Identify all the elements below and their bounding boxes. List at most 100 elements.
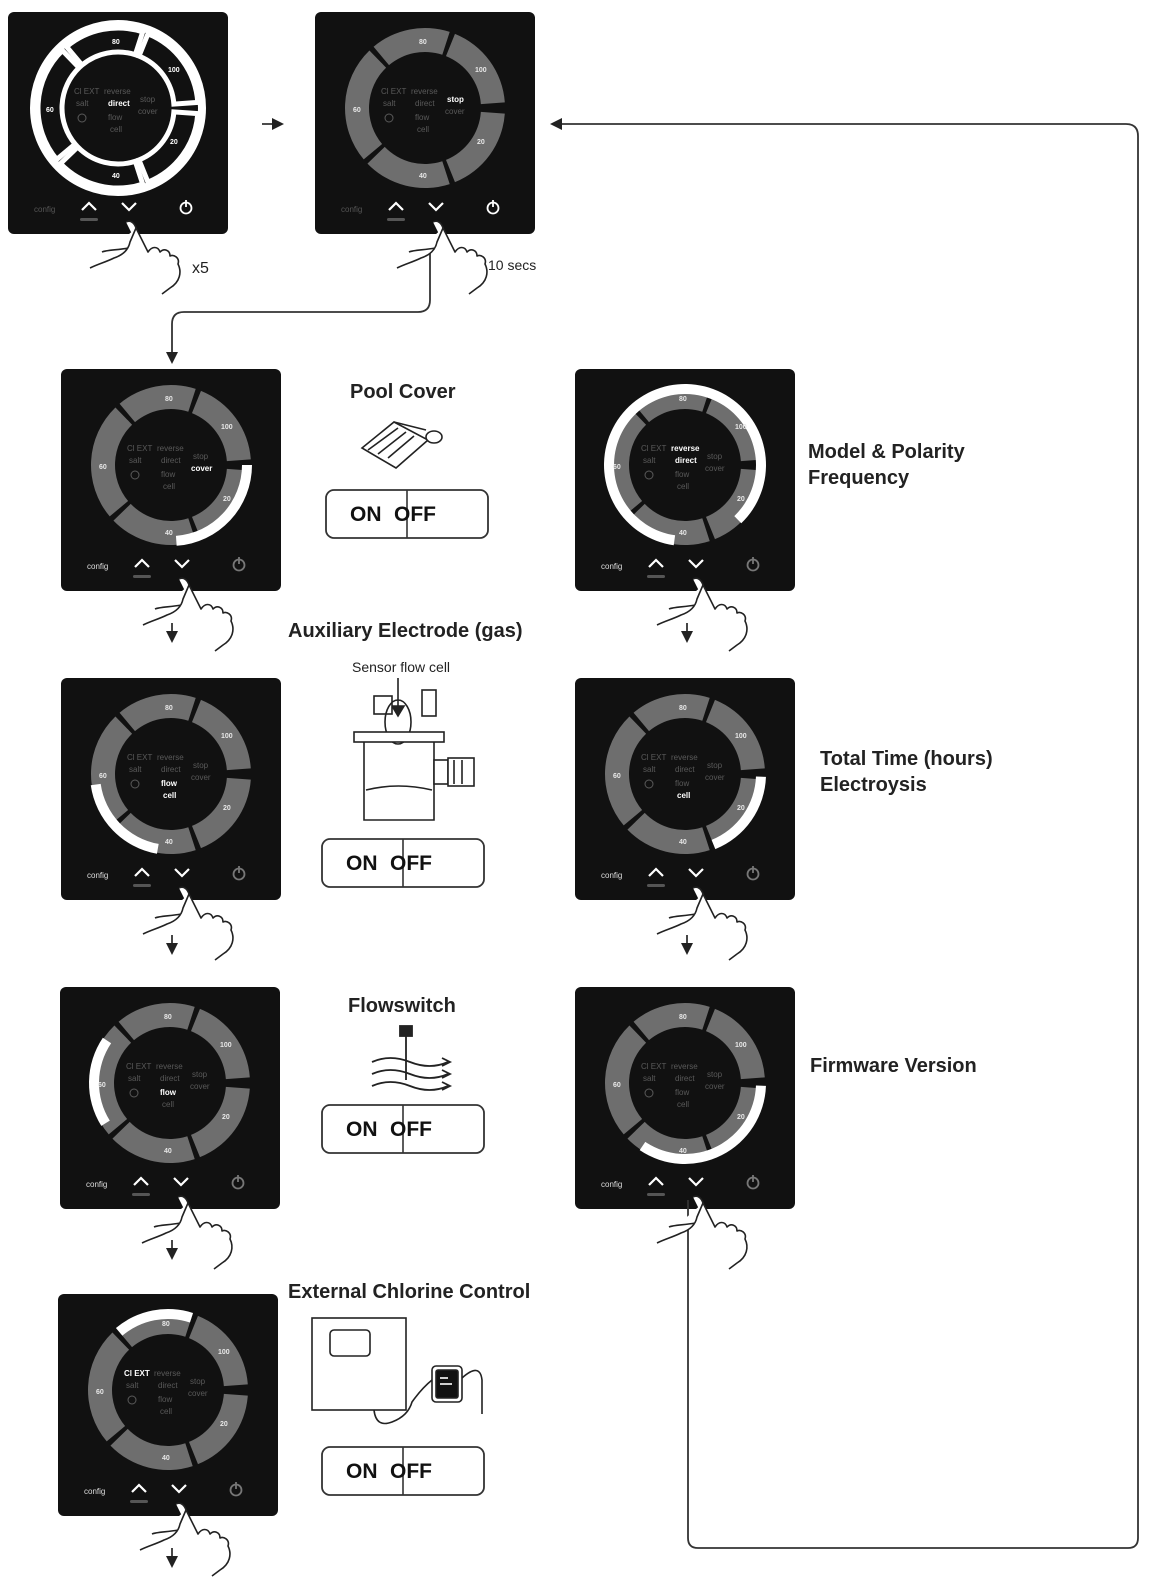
ring-highlight [30, 20, 206, 196]
chevron-down-icon[interactable] [688, 559, 704, 569]
heading-firmware-version: Firmware Version [810, 1055, 977, 1077]
ring-segment-n40 [110, 1428, 193, 1470]
ring-number: 100 [168, 67, 180, 74]
panel-label-reverse: reverse [411, 87, 438, 96]
ring-number: 20 [170, 139, 178, 146]
config-label[interactable]: config [87, 871, 108, 880]
chevron-down-icon[interactable] [174, 868, 190, 878]
panel-label-direct: direct [160, 1074, 180, 1083]
ring-segment-n20 [705, 777, 765, 849]
ring-number: 40 [679, 530, 687, 537]
hands-layer [89, 220, 748, 1577]
chevron-up-icon[interactable] [134, 867, 150, 877]
chevron-up-icon[interactable] [648, 558, 664, 568]
ring-number: 80 [679, 1014, 687, 1021]
panel-label-cl-ext: Cl EXT [381, 87, 406, 96]
pointing-hand-icon [656, 886, 748, 961]
chevron-down-icon[interactable] [173, 1177, 189, 1187]
panel-label-direct: direct [415, 99, 435, 108]
external-chlorine-icon [311, 1317, 483, 1425]
pool-cover-icon [360, 421, 443, 469]
ring-number: 60 [613, 464, 621, 471]
ring-segment-n80 [373, 27, 450, 66]
ring-segment-n100 [191, 699, 251, 771]
chevron-up-icon[interactable] [81, 201, 97, 211]
config-label[interactable]: config [601, 562, 622, 571]
ring-segment-n20 [188, 1393, 248, 1465]
chevron-up-icon[interactable] [134, 558, 150, 568]
panel-label-flow: flow [161, 779, 178, 788]
chevron-down-icon[interactable] [171, 1484, 187, 1494]
config-label[interactable]: config [341, 205, 362, 214]
config-label[interactable]: config [87, 562, 108, 571]
ring-number: 100 [218, 1349, 230, 1356]
panel-label-direct: direct [108, 99, 130, 108]
ring-segment-n100 [135, 30, 201, 107]
ring-segment-n40 [627, 812, 710, 855]
ring-number: 80 [112, 39, 120, 46]
chevron-up-icon[interactable] [131, 1483, 147, 1493]
config-label[interactable]: config [34, 205, 55, 214]
connectors-layer [166, 118, 1139, 1568]
panel-label-salt: salt [643, 1074, 656, 1083]
chevron-up-icon[interactable] [648, 867, 664, 877]
up-indicator [647, 1193, 665, 1196]
ring-number: 80 [164, 1014, 172, 1021]
chevron-down-icon[interactable] [688, 1177, 704, 1187]
chevron-down-icon[interactable] [428, 202, 444, 212]
panel-label-flow: flow [675, 1088, 689, 1097]
up-indicator [80, 218, 98, 221]
config-label[interactable]: config [84, 1487, 105, 1496]
timer-icon [644, 470, 654, 480]
panel-label-stop: stop [447, 95, 464, 104]
ring-segment-n80 [633, 693, 710, 732]
ring-segment-n80 [119, 694, 196, 732]
panel-label-cover: cover [445, 107, 465, 116]
pointing-hand-icon [656, 577, 748, 652]
ring-number: 80 [165, 705, 173, 712]
panel-label-stop: stop [707, 1070, 723, 1079]
loop-back-arrow [550, 118, 1139, 1549]
config-label[interactable]: config [86, 1180, 107, 1189]
panel-label-flow: flow [675, 779, 689, 788]
ring-highlight [115, 1309, 194, 1336]
panel-label-stop: stop [193, 761, 209, 770]
ring-number: 20 [737, 496, 745, 503]
ring-number: 40 [165, 530, 173, 537]
panel-label-reverse: reverse [154, 1369, 181, 1378]
chevron-down-icon[interactable] [688, 868, 704, 878]
chevron-down-icon[interactable] [121, 202, 137, 212]
hold-10-secs-label: 10 secs [488, 257, 536, 273]
chevron-up-icon[interactable] [133, 1176, 149, 1186]
panel-label-cover: cover [188, 1389, 208, 1398]
toggle-off-label: OFF [390, 1118, 432, 1141]
panel-label-stop: stop [140, 95, 156, 104]
panel-label-cl-ext: Cl EXT [641, 444, 666, 453]
ring-number: 80 [679, 396, 687, 403]
panel-label-reverse: reverse [157, 753, 184, 762]
heading-model-polarity-1: Model & Polarity [808, 441, 966, 463]
config-label[interactable]: config [601, 1180, 622, 1189]
panel-label-cell: cell [160, 1407, 172, 1416]
ring-number: 60 [99, 464, 107, 471]
panel-label-salt: salt [643, 765, 656, 774]
panel-label-cell: cell [162, 1100, 174, 1109]
ring-segment-n100 [705, 699, 765, 771]
chevron-down-icon[interactable] [174, 559, 190, 569]
ring-segment-n60 [88, 1332, 130, 1442]
ring-highlight [175, 465, 252, 546]
ring-segment-n20 [135, 109, 201, 186]
panel-label-reverse: reverse [157, 444, 184, 453]
pointing-hand-icon [142, 577, 234, 652]
timer-icon [130, 470, 140, 480]
chevron-up-icon[interactable] [648, 1176, 664, 1186]
ring-number: 40 [679, 839, 687, 846]
ring-segment-n20 [191, 468, 251, 540]
chevron-up-icon[interactable] [388, 201, 404, 211]
config-label[interactable]: config [601, 871, 622, 880]
